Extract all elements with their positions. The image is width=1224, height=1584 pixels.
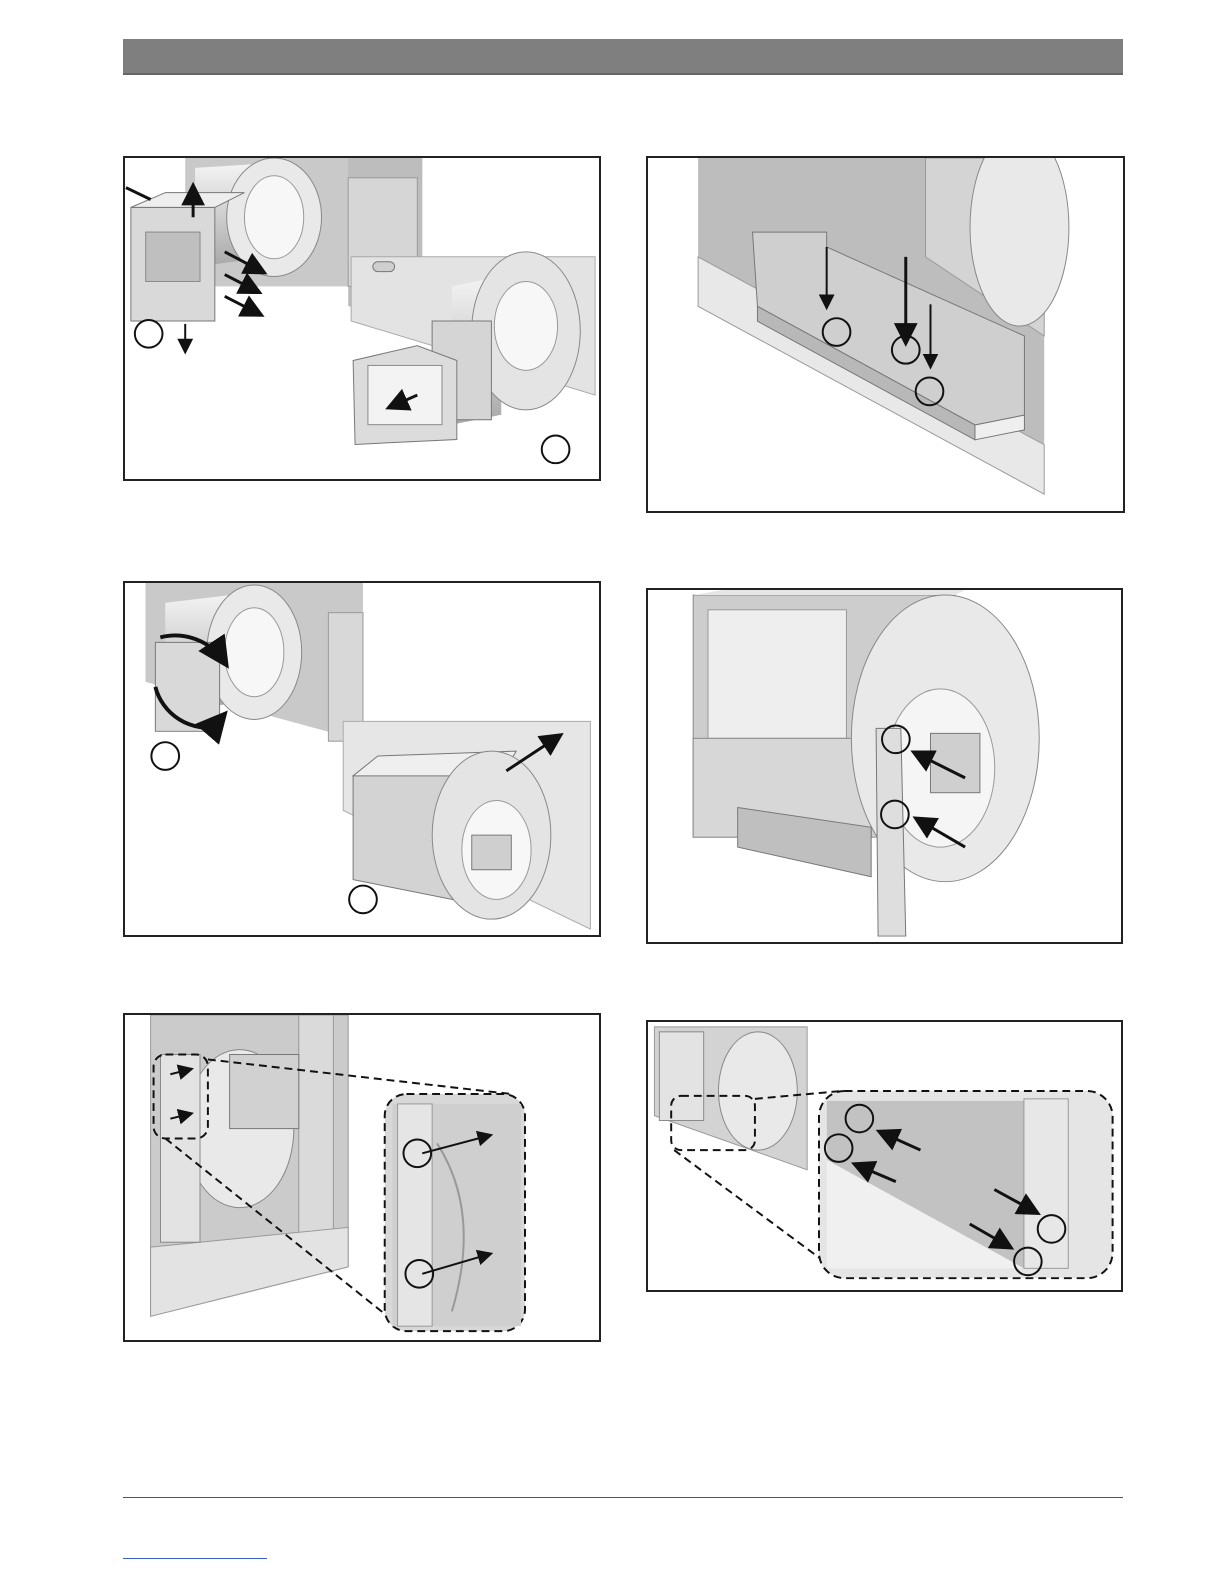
figure-panel-drain-pan-screws — [646, 156, 1125, 513]
illustration-support-bracket — [648, 590, 1121, 942]
figure-panel-rotate-blower — [123, 581, 601, 937]
illustration-rotate-blower — [125, 583, 599, 935]
illustration-blower-removal — [125, 158, 599, 479]
footer-rule — [123, 1497, 1123, 1498]
figure-panel-blower-removal — [123, 156, 601, 481]
illustration-bracket-detail — [125, 1015, 599, 1340]
illustration-rail-detail — [648, 1022, 1121, 1290]
figure-panel-rail-detail — [646, 1020, 1123, 1292]
figure-panel-support-bracket — [646, 588, 1123, 944]
illustration-drain-pan — [648, 158, 1123, 511]
footer-link-underline[interactable] — [123, 1558, 267, 1559]
figure-panel-bracket-detail — [123, 1013, 601, 1342]
header-bar — [123, 39, 1123, 75]
